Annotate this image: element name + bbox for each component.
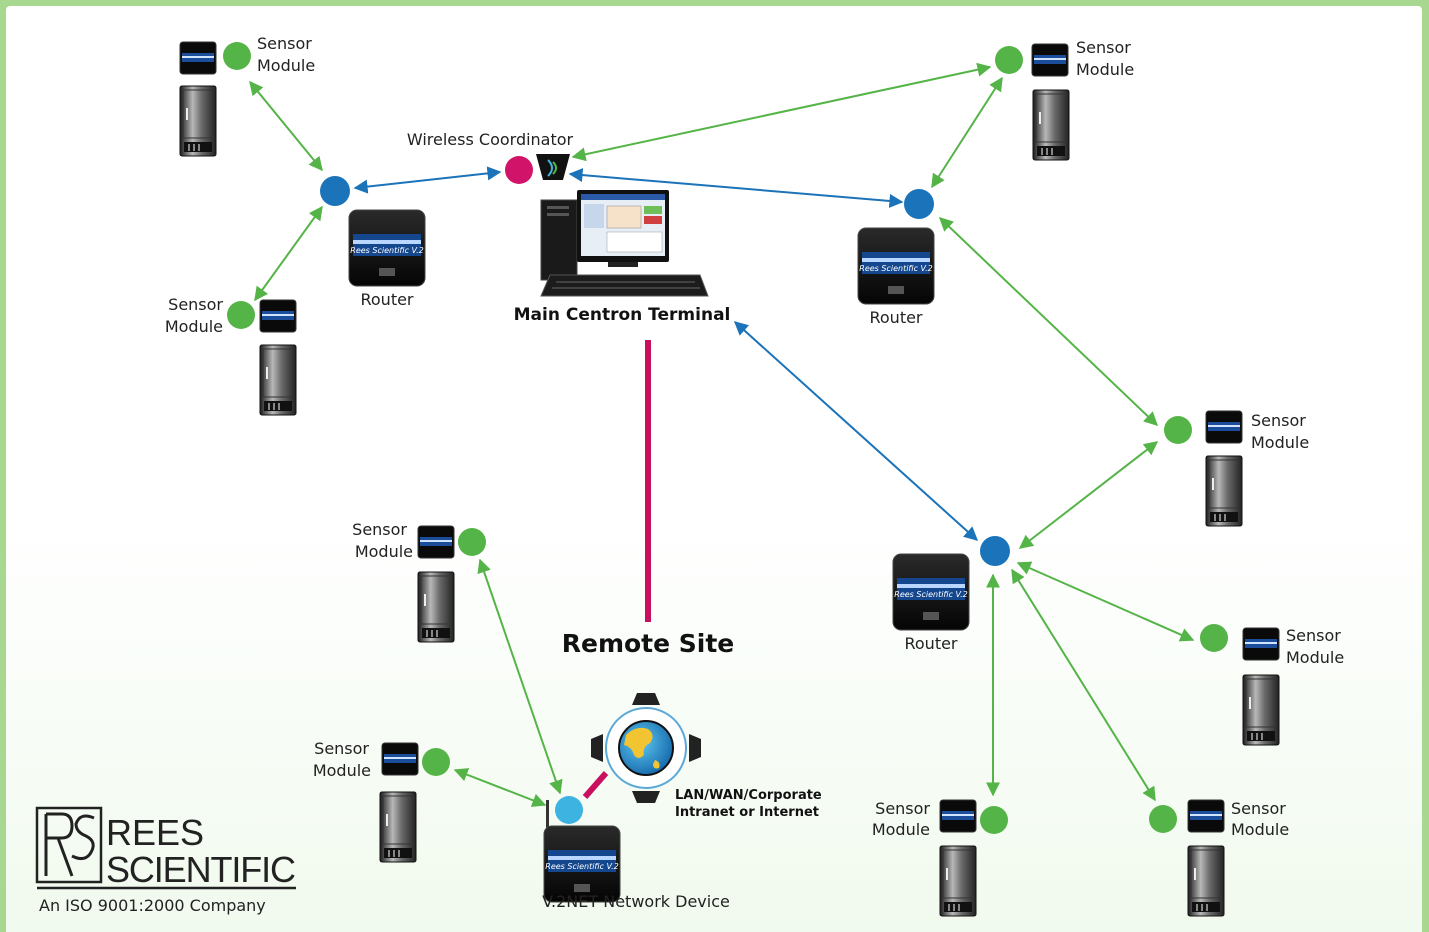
sensor-label: Module: [355, 542, 413, 561]
router-label: Router: [904, 634, 957, 653]
sensor-module-9: Sensor Module: [313, 739, 450, 863]
remote-site-title: Remote Site: [562, 629, 735, 658]
link-sensor3-router2: [931, 76, 1003, 189]
sensor-label: Sensor: [1286, 626, 1341, 645]
sensor-node: [980, 806, 1008, 834]
network-diagram: Rees Scientific V.2 Sensor Module Sensor…: [35, 34, 1344, 917]
logo-tagline: An ISO 9001:2000 Company: [39, 896, 266, 915]
sensor-module-8: Sensor Module: [352, 520, 486, 643]
sensor-label: Module: [872, 820, 930, 839]
coordinator-antenna-icon: [536, 154, 570, 180]
sensor-module-2: Sensor Module: [165, 295, 297, 416]
router-2: Router: [857, 189, 935, 327]
sensor-label: Module: [1251, 433, 1309, 452]
link-sensor1-router1: [249, 80, 323, 172]
main-centron-terminal: Wireless Coordinator Main Centron Termin…: [407, 130, 731, 325]
wired-link-netdevice: [582, 771, 609, 799]
link-sensor4-router3: [1018, 441, 1159, 549]
lan-wan-globe-icon: [591, 693, 701, 803]
sensor-node: [1200, 624, 1228, 652]
sensor-node: [1164, 416, 1192, 444]
router-node: [320, 176, 350, 206]
link-router1-coordinator: [353, 166, 502, 194]
rees-scientific-logo: REES SCIENTIFIC An ISO 9001:2000 Company: [35, 806, 296, 915]
sensor-label: Sensor: [314, 739, 369, 758]
link-coordinator-sensor3: [571, 62, 992, 162]
router-label: Router: [360, 290, 413, 309]
link-router2-sensor4: [938, 217, 1159, 426]
sensor-module-6: Sensor Module: [872, 799, 1008, 917]
sensor-label: Module: [165, 317, 223, 336]
sensor-label: Sensor: [1231, 799, 1286, 818]
link-router3-sensor7: [1011, 568, 1156, 802]
sensor-label: Sensor: [1251, 411, 1306, 430]
v2net-network-device: V.2NET Network Device: [542, 796, 730, 911]
sensor-label: Module: [257, 56, 315, 75]
router-3: Router: [892, 536, 1010, 653]
sensor-module-3: Sensor Module: [995, 38, 1134, 161]
svg-text:REES: REES: [106, 812, 204, 853]
keyboard-icon: [540, 274, 709, 297]
sensor-node: [227, 301, 255, 329]
sensor-label: Sensor: [168, 295, 223, 314]
sensor-label: Sensor: [1076, 38, 1131, 57]
link-sensor9-netdevice: [453, 768, 547, 807]
sensor-node: [422, 748, 450, 776]
pc-tower-icon: [540, 199, 578, 281]
network-device-label: V.2NET Network Device: [542, 892, 730, 911]
coordinator-label: Wireless Coordinator: [407, 130, 574, 149]
sensor-module-7: Sensor Module: [1149, 799, 1289, 917]
sensor-label: Module: [1076, 60, 1134, 79]
sensor-label: Module: [1231, 820, 1289, 839]
sensor-label: Module: [313, 761, 371, 780]
sensor-node: [1149, 805, 1177, 833]
sensor-node: [995, 46, 1023, 74]
svg-text:SCIENTIFIC: SCIENTIFIC: [106, 849, 296, 890]
sensor-label: Sensor: [875, 799, 930, 818]
diagram-canvas: Rees Scientific V.2 Sensor Module Sensor…: [6, 6, 1422, 932]
terminal-label: Main Centron Terminal: [514, 305, 731, 325]
link-sensor2-router1: [254, 205, 323, 302]
sensor-label: Sensor: [257, 34, 312, 53]
link-terminal-router3: [733, 321, 979, 541]
lan-wan-label-line2: Intranet or Internet: [675, 805, 819, 820]
router-node: [980, 536, 1010, 566]
sensor-node: [223, 42, 251, 70]
network-device-node: [555, 796, 583, 824]
router-label: Router: [869, 308, 922, 327]
router-1: Router: [320, 176, 426, 309]
sensor-module-4: Sensor Module: [1164, 410, 1309, 527]
link-sensor8-netdevice: [477, 558, 563, 795]
coordinator-node: [505, 156, 533, 184]
link-coordinator-router2: [568, 168, 904, 208]
link-router3-sensor5: [1016, 561, 1195, 642]
sensor-node: [458, 528, 486, 556]
sensor-label: Module: [1286, 648, 1344, 667]
router-node: [904, 189, 934, 219]
sensor-module-5: Sensor Module: [1200, 624, 1344, 746]
lan-wan-label-line1: LAN/WAN/Corporate: [675, 788, 822, 803]
monitor-icon: [577, 190, 669, 267]
sensor-label: Sensor: [352, 520, 407, 539]
sensor-module-1: Sensor Module: [179, 34, 315, 157]
